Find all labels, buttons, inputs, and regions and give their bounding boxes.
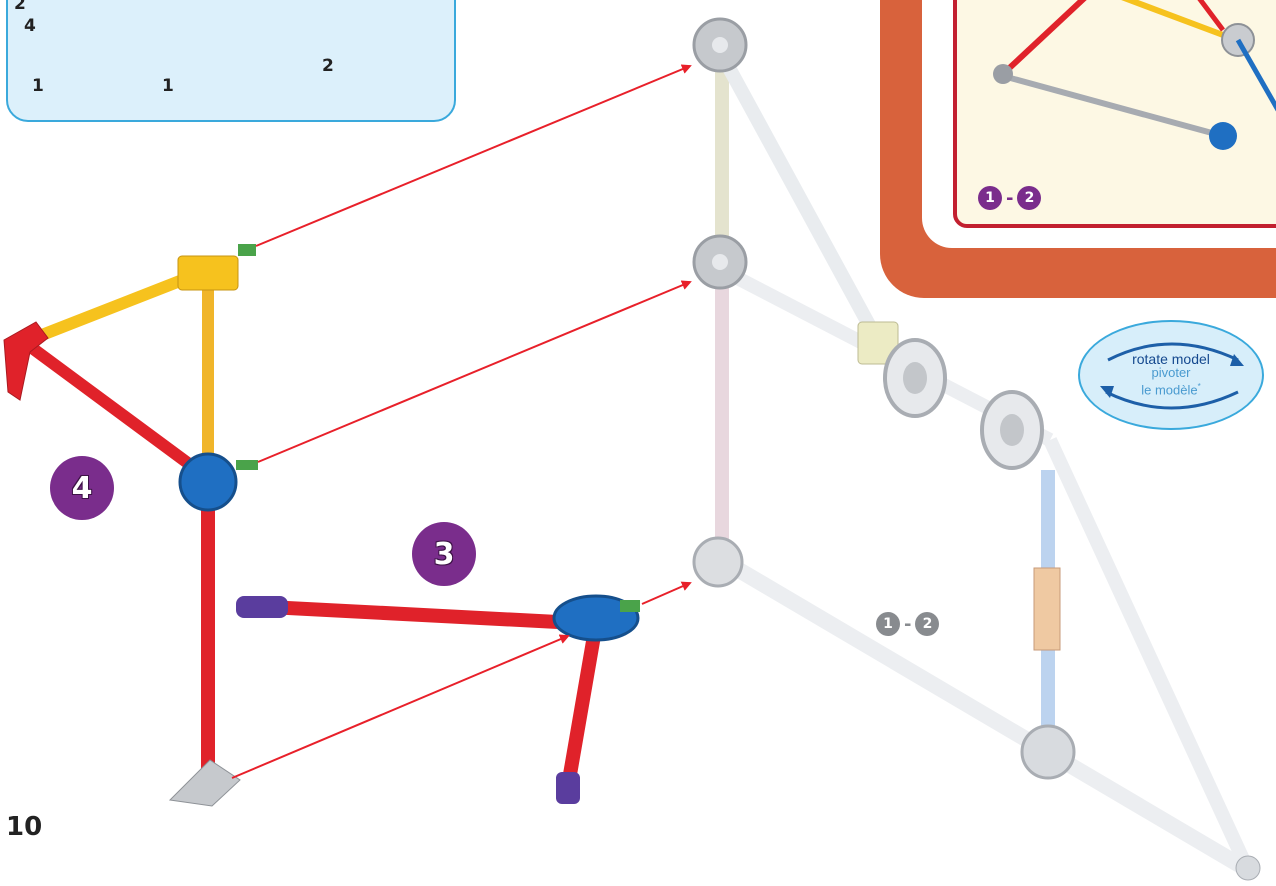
- parts-count-yellow-rod: 2: [14, 0, 26, 14]
- guide-arrow-middle: [257, 280, 692, 463]
- overview-model-illustration: [993, 0, 1276, 150]
- rotate-label-fr-2-wrap: le modèle*: [1078, 380, 1264, 397]
- rotate-label-en: rotate model: [1132, 351, 1210, 367]
- page-number: 10: [6, 812, 43, 842]
- parts-count-red-connector: 1: [32, 76, 44, 96]
- overview-step-to: 2: [1017, 186, 1042, 210]
- rotate-model-badge: [1078, 320, 1264, 430]
- previous-step-from: 1: [876, 612, 900, 636]
- grey-connector-bottom: [692, 536, 744, 588]
- step-4-number: 4: [50, 456, 114, 520]
- previous-steps-label: 1 - 2: [876, 612, 940, 636]
- step-3-subassembly: [236, 594, 640, 804]
- step-4-subassembly: [3, 244, 258, 807]
- grey-connector-corner: [1235, 855, 1261, 881]
- parts-list-box: [6, 0, 456, 122]
- overview-step-from: 1: [978, 186, 1002, 210]
- grey-connector-middle: [692, 234, 748, 290]
- grey-connector-right-bottom: [1020, 724, 1076, 780]
- overview-inset-panel: [953, 0, 1276, 228]
- rotate-label-fr-2: le modèle: [1141, 382, 1198, 398]
- existing-structure: [692, 17, 1261, 881]
- parts-count-blue-connector: 2: [322, 56, 334, 76]
- rotate-label-fr-1: pivoter: [1151, 365, 1191, 380]
- guide-arrows: [231, 64, 692, 779]
- previous-step-dash: -: [904, 613, 912, 635]
- previous-step-to: 2: [915, 612, 940, 636]
- guide-arrow-top: [255, 64, 692, 247]
- rotate-asterisk: *: [1197, 382, 1201, 391]
- overview-steps-label: 1 - 2: [978, 186, 1042, 210]
- step-3-number: 3: [412, 522, 476, 586]
- overview-step-dash: -: [1006, 187, 1014, 209]
- parts-count-red-rod: 4: [24, 16, 36, 36]
- guide-arrow-bottom: [231, 634, 570, 779]
- guide-arrow-short: [641, 581, 692, 605]
- rotate-arrows-icon: [1100, 342, 1244, 410]
- rotate-model-text: rotate model pivoter le modèle*: [1078, 352, 1264, 397]
- grey-connector-top: [692, 17, 748, 73]
- parts-count-yellow-connector: 1: [162, 76, 174, 96]
